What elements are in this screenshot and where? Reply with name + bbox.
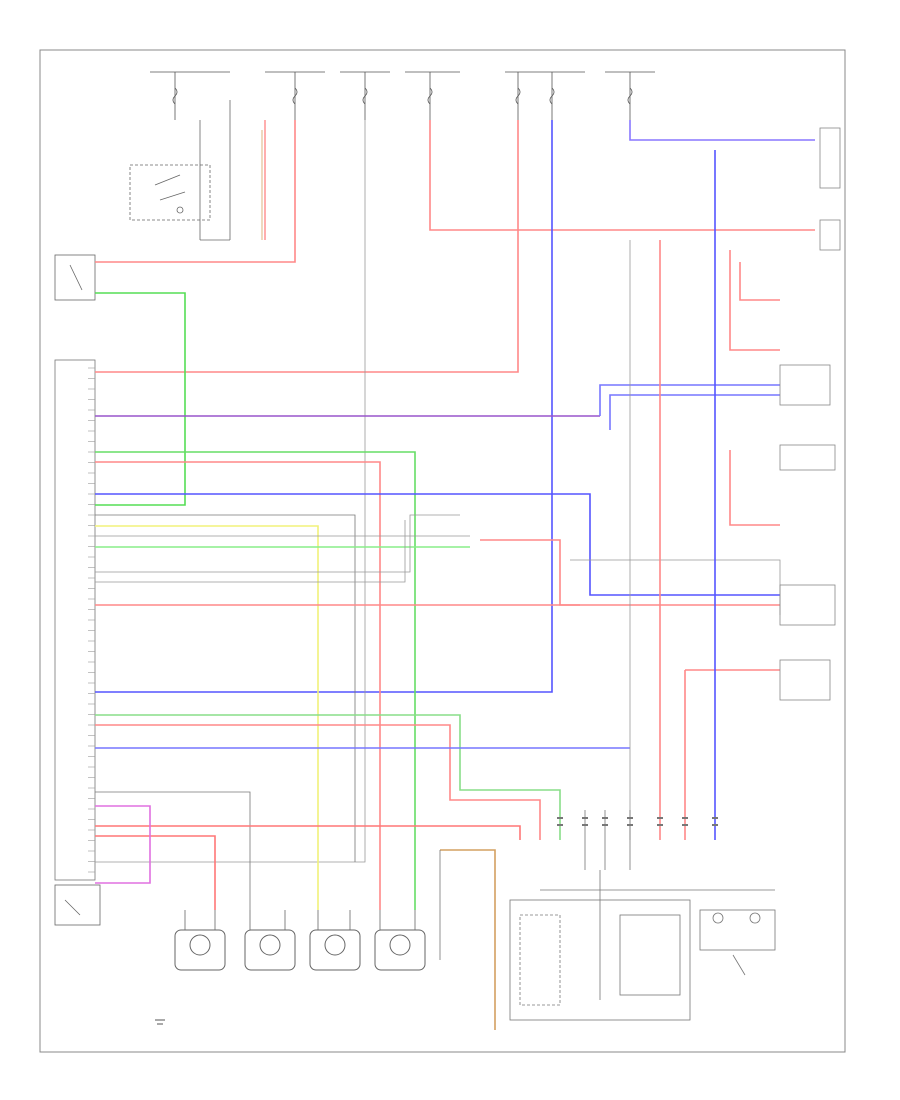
connector-icon — [557, 817, 718, 826]
abs-actuator — [509, 870, 776, 1021]
ignition-switch — [129, 100, 231, 241]
wheel-speed-sensor-icon — [309, 929, 361, 971]
wheel-speed-sensor-icon — [374, 929, 426, 971]
fuse-block-top — [150, 71, 655, 120]
wheel-speed-sensors — [174, 910, 426, 971]
diagram-frame — [39, 49, 846, 1053]
wire-harness — [95, 120, 815, 1030]
switch-icon — [54, 884, 101, 926]
ground-icon — [155, 1019, 165, 1025]
wheel-speed-sensor-icon — [244, 929, 296, 971]
brake-switch-left — [54, 254, 96, 301]
right-components — [779, 127, 841, 701]
abs-ecu-connector — [54, 359, 96, 881]
fuse-icon — [172, 87, 633, 105]
wheel-speed-sensor-icon — [174, 929, 226, 971]
